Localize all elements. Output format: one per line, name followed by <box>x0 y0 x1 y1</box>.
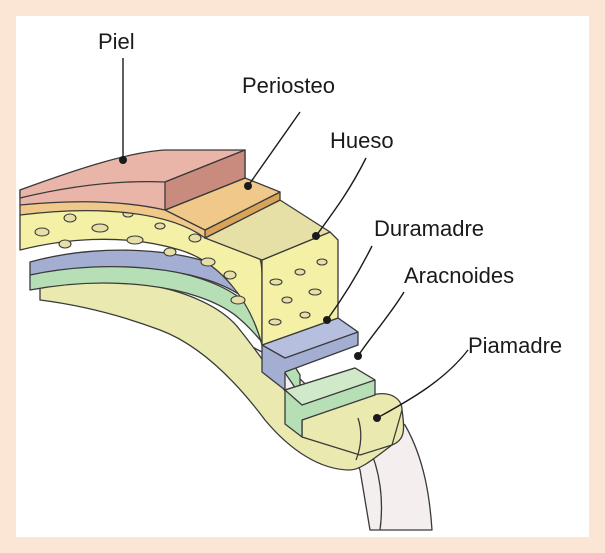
label-piel: Piel <box>98 29 135 54</box>
label-aracnoides: Aracnoides <box>404 263 514 288</box>
label-duramadre: Duramadre <box>374 216 484 241</box>
leader-aracnoides <box>358 292 404 356</box>
label-periosteo: Periosteo <box>242 73 335 98</box>
leader-periosteo <box>248 112 300 186</box>
label-hueso: Hueso <box>330 128 394 153</box>
label-piamadre: Piamadre <box>468 333 562 358</box>
leader-hueso <box>316 158 366 236</box>
